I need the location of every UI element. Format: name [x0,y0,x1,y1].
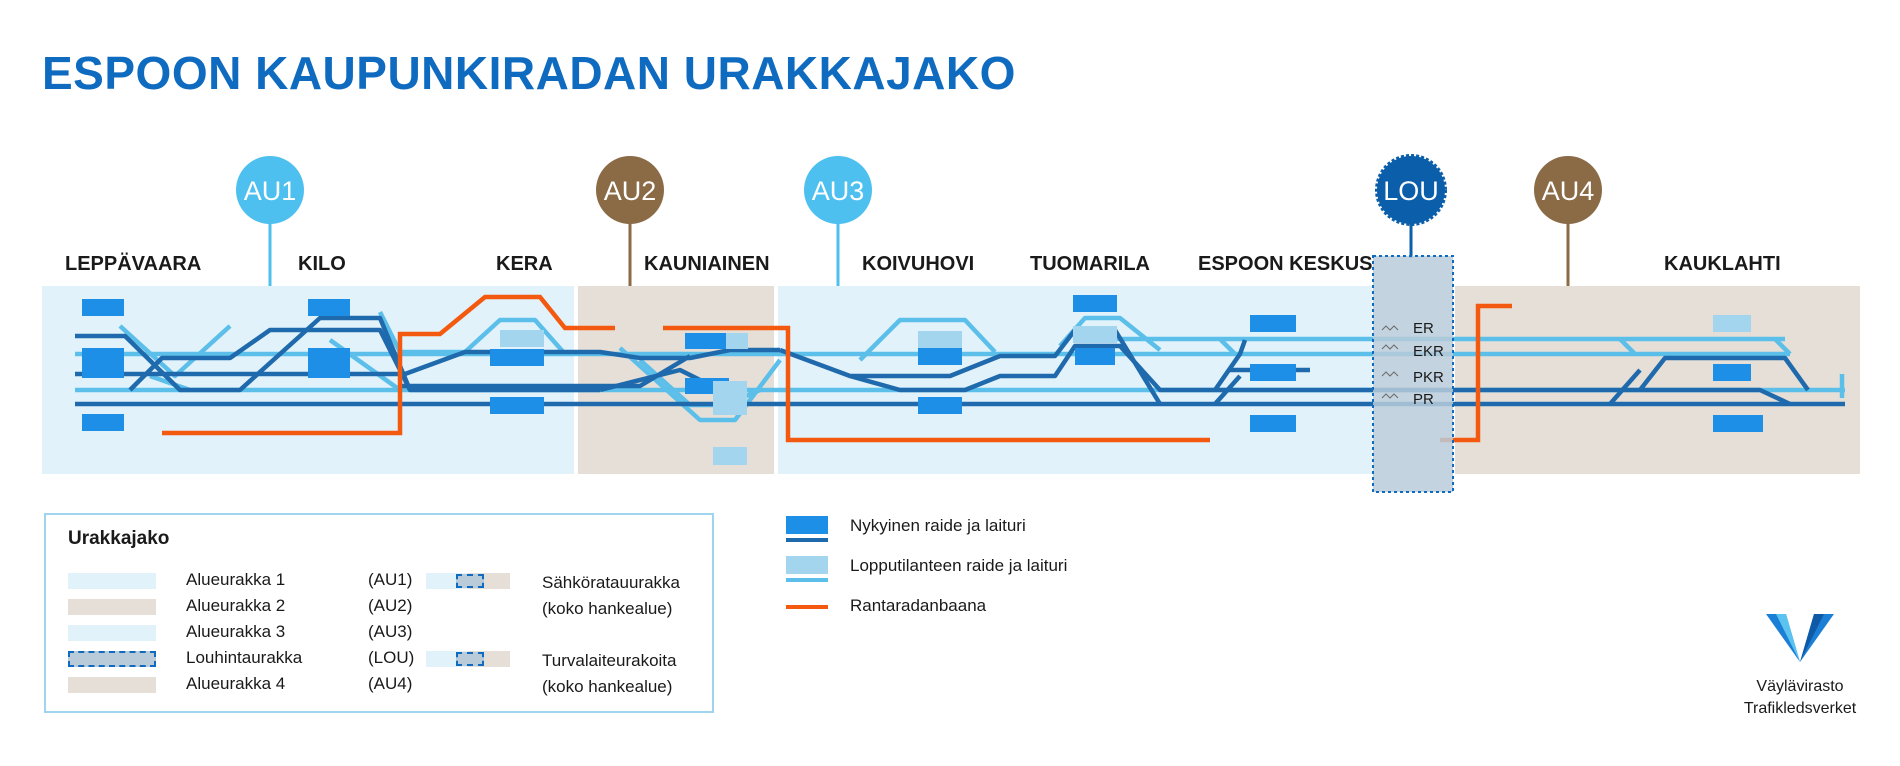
key-final: Lopputilanteen raide ja laituri [786,556,1106,590]
legend-swatch-electric [426,573,510,589]
legend: Urakkajako Alueurakka 1 (AU1) Alueurakka… [44,513,714,713]
key-current: Nykyinen raide ja laituri [786,516,1106,550]
legend-swatch-au1 [68,573,156,589]
area-au2 [578,286,774,474]
svg-text:AU4: AU4 [1542,176,1595,206]
legend-special-safety: Turvalaiteurakoita (koko hankealue) [426,648,716,696]
legend-special-line2: (koko hankealue) [542,677,673,696]
legend-swatch-au2 [68,599,156,615]
legend-special-electric: Sähköratauurakka (koko hankealue) [426,570,716,618]
logo-line1: Väylävirasto [1756,678,1844,695]
legend-title: Urakkajako [68,528,170,549]
key-label: Rantaradanbaana [850,596,987,615]
svg-text:LOU: LOU [1383,176,1439,206]
vaylavirasto-logo: Väylävirasto Trafikledsverket [1720,608,1880,728]
legend-code: (LOU) [368,648,415,667]
legend-swatch-safety-inner [456,652,484,666]
badge-au3: AU3 [804,156,872,224]
badge-au2: AU2 [596,156,664,224]
legend-special-label: Turvalaiteurakoita (koko hankealue) [542,648,677,700]
key-final-line [786,578,828,582]
station-kauniainen: KAUNIAINEN [644,253,770,275]
key-rantarata-line [786,605,828,609]
legend-code: (AU4) [368,674,413,693]
legend-label: Louhintaurakka [186,648,303,667]
track-label-pr: PR [1413,391,1434,408]
legend-swatch-lou [68,651,156,667]
legend-special-line2: (koko hankealue) [542,599,673,618]
area-au1 [42,286,574,474]
legend-swatch-au4 [68,677,156,693]
station-kera: KERA [496,253,553,275]
legend-label: Alueurakka 4 [186,674,286,693]
lou-hatching [1381,325,1399,399]
station-tuomarila: TUOMARILA [1030,253,1150,275]
svg-text:AU3: AU3 [812,176,865,206]
legend-swatch-electric-inner [456,574,484,588]
platforms-current [82,295,1763,432]
station-koivuhovi: KOIVUHOVI [862,253,974,275]
track-label-pkr: PKR [1413,369,1444,386]
track-label-er: ER [1413,320,1434,337]
svg-text:AU1: AU1 [244,176,297,206]
key-label: Nykyinen raide ja laituri [850,516,1026,535]
svg-text:AU2: AU2 [604,176,657,206]
legend-special-label: Sähköratauurakka (koko hankealue) [542,570,680,622]
rantarata-line [162,294,1512,443]
track-label-ekr: EKR [1413,343,1444,360]
badge-au4: AU4 [1534,156,1602,224]
platforms-final [500,315,1751,465]
key-current-line [786,538,828,542]
area-lou [1372,255,1454,493]
key-rantarata: Rantaradanbaana [786,596,1106,630]
station-kilo: KILO [298,253,346,275]
key-current-swatch [786,516,828,534]
badge-au1: AU1 [236,156,304,224]
legend-label: Alueurakka 2 [186,596,286,615]
station-kauklahti: KAUKLAHTI [1664,253,1781,275]
legend-special-line1: Sähköratauurakka [542,573,680,592]
key-final-swatch [786,556,828,574]
legend-swatch-safety [426,651,510,667]
legend-label: Alueurakka 3 [186,622,286,641]
station-espoon-keskus: ESPOON KESKUS [1198,253,1372,275]
legend-label: Alueurakka 1 [186,570,286,589]
vaylavirasto-logo-icon [1766,614,1834,662]
legend-code: (AU1) [368,570,413,589]
badge-lou: LOU [1375,154,1447,226]
legend-swatch-au3 [68,625,156,641]
legend-code: (AU3) [368,622,413,641]
page-title: ESPOON KAUPUNKIRADAN URAKKAJAKO [42,47,1016,99]
key-label: Lopputilanteen raide ja laituri [850,556,1068,575]
legend-special-line1: Turvalaiteurakoita [542,651,677,670]
legend-code: (AU2) [368,596,413,615]
station-leppavaara: LEPPÄVAARA [65,252,201,275]
area-au4 [1455,286,1860,474]
logo-line2: Trafikledsverket [1743,700,1857,717]
